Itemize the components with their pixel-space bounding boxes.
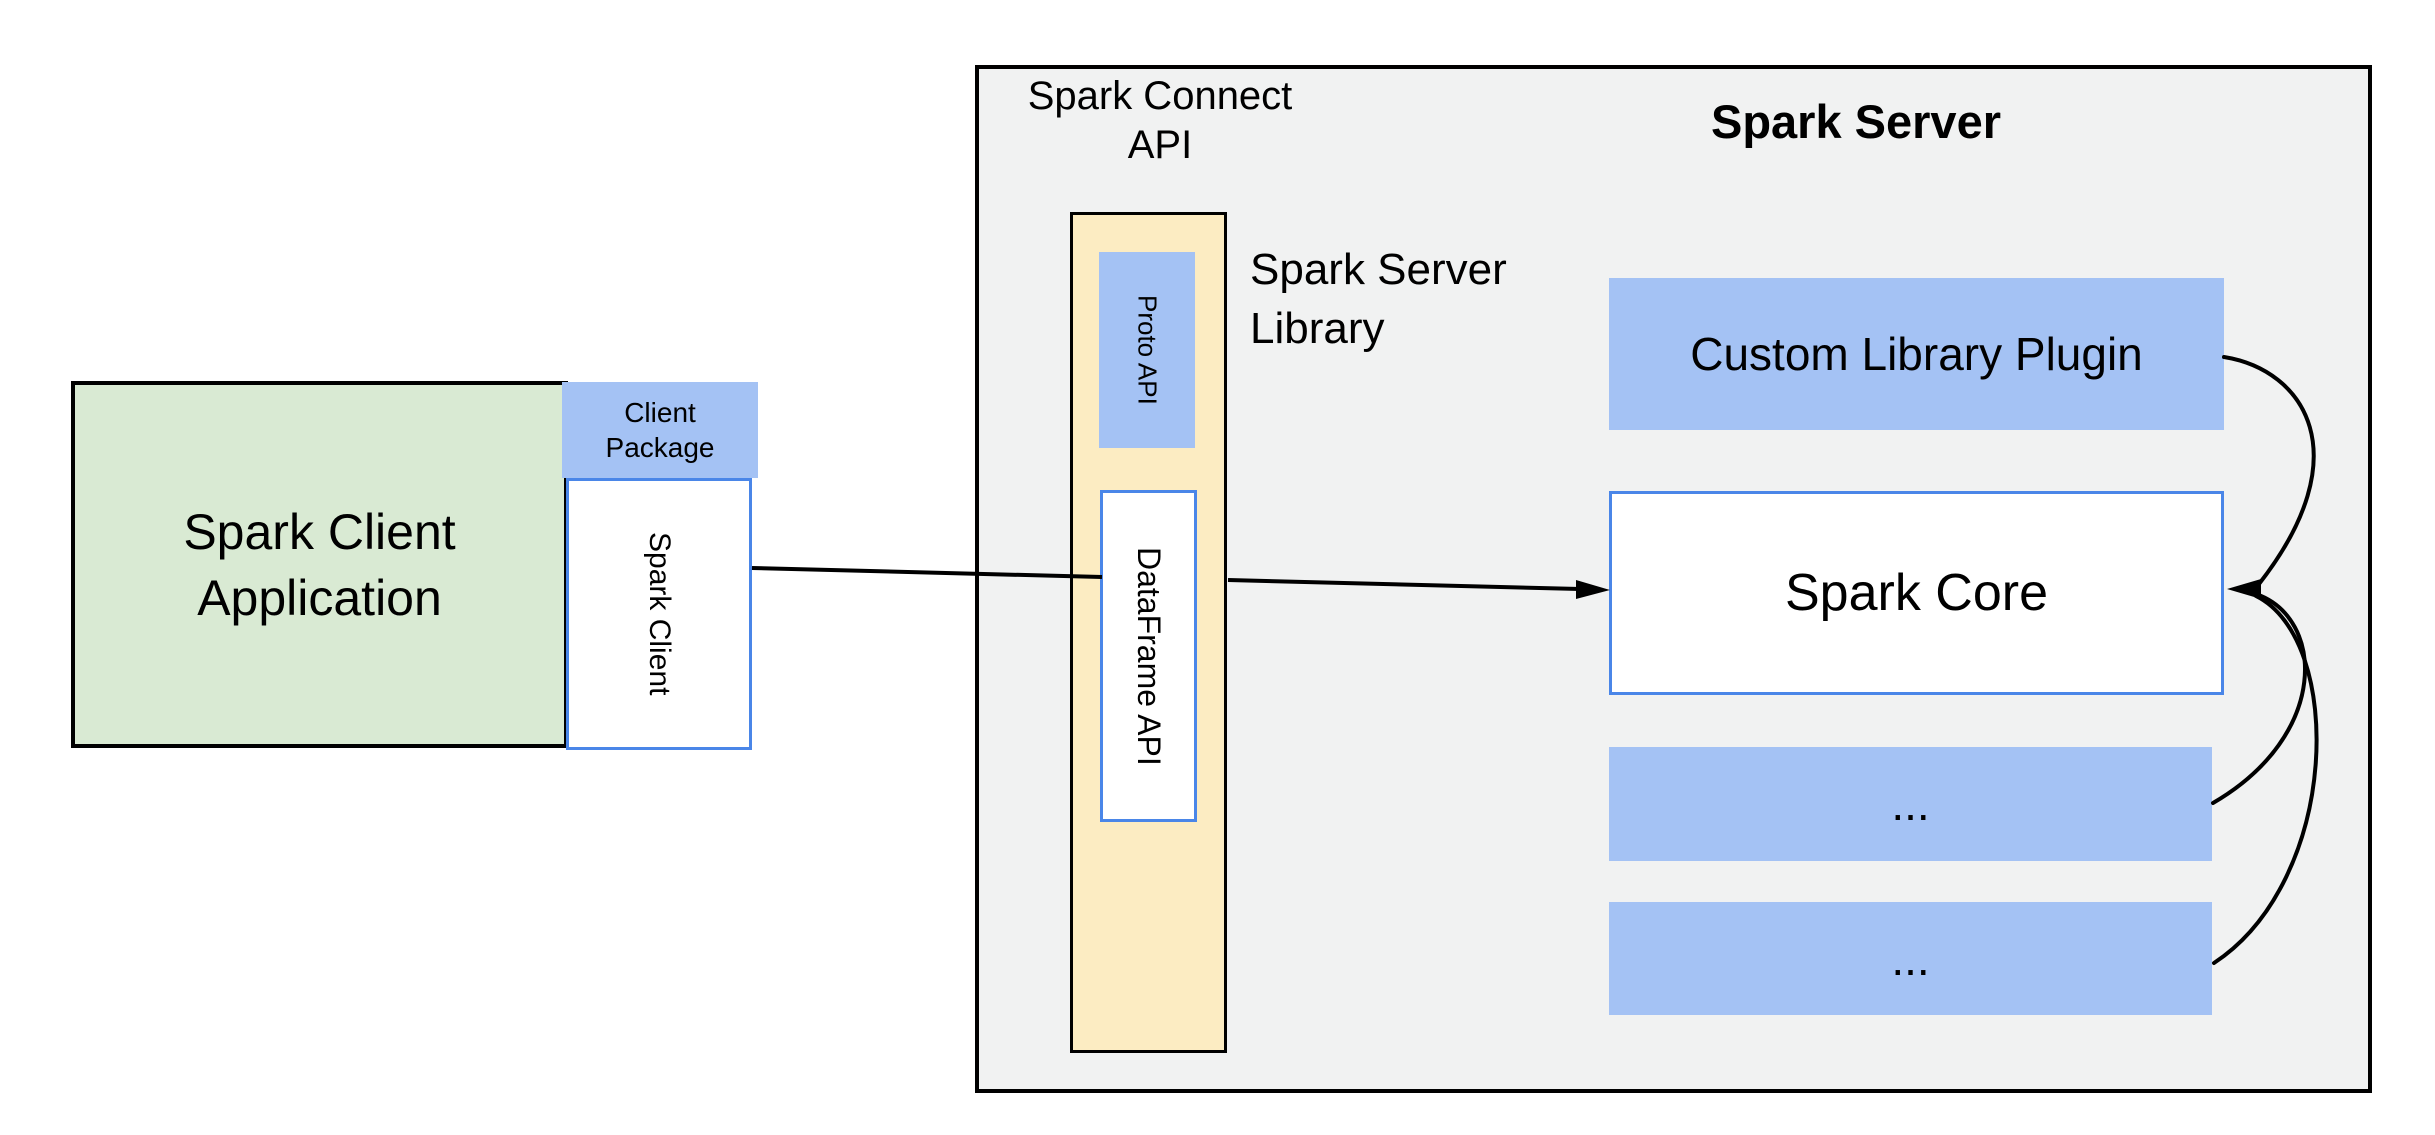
spark-client-label: Spark Client: [643, 532, 676, 696]
server-module-placeholder-1: ...: [1609, 747, 2212, 861]
spark-server-library-label: Spark Server Library: [1250, 245, 1507, 354]
server-module-placeholder-2: ...: [1609, 902, 2212, 1015]
spark-client-application-box: Spark Client Application: [71, 381, 568, 748]
spark-client-box: Spark Client: [566, 478, 752, 750]
proto-api-label: Proto API: [1132, 295, 1163, 405]
proto-api-box: Proto API: [1099, 252, 1195, 448]
spark-connect-api-title: Spark Connect API: [1027, 74, 1293, 167]
dataframe-api-box: DataFrame API: [1100, 490, 1197, 822]
client-package-box: Client Package: [562, 382, 758, 478]
custom-library-plugin-box: Custom Library Plugin: [1609, 278, 2224, 430]
spark-server-title: Spark Server: [1710, 95, 2002, 148]
dataframe-api-label: DataFrame API: [1131, 546, 1167, 766]
spark-core-box: Spark Core: [1609, 491, 2224, 695]
